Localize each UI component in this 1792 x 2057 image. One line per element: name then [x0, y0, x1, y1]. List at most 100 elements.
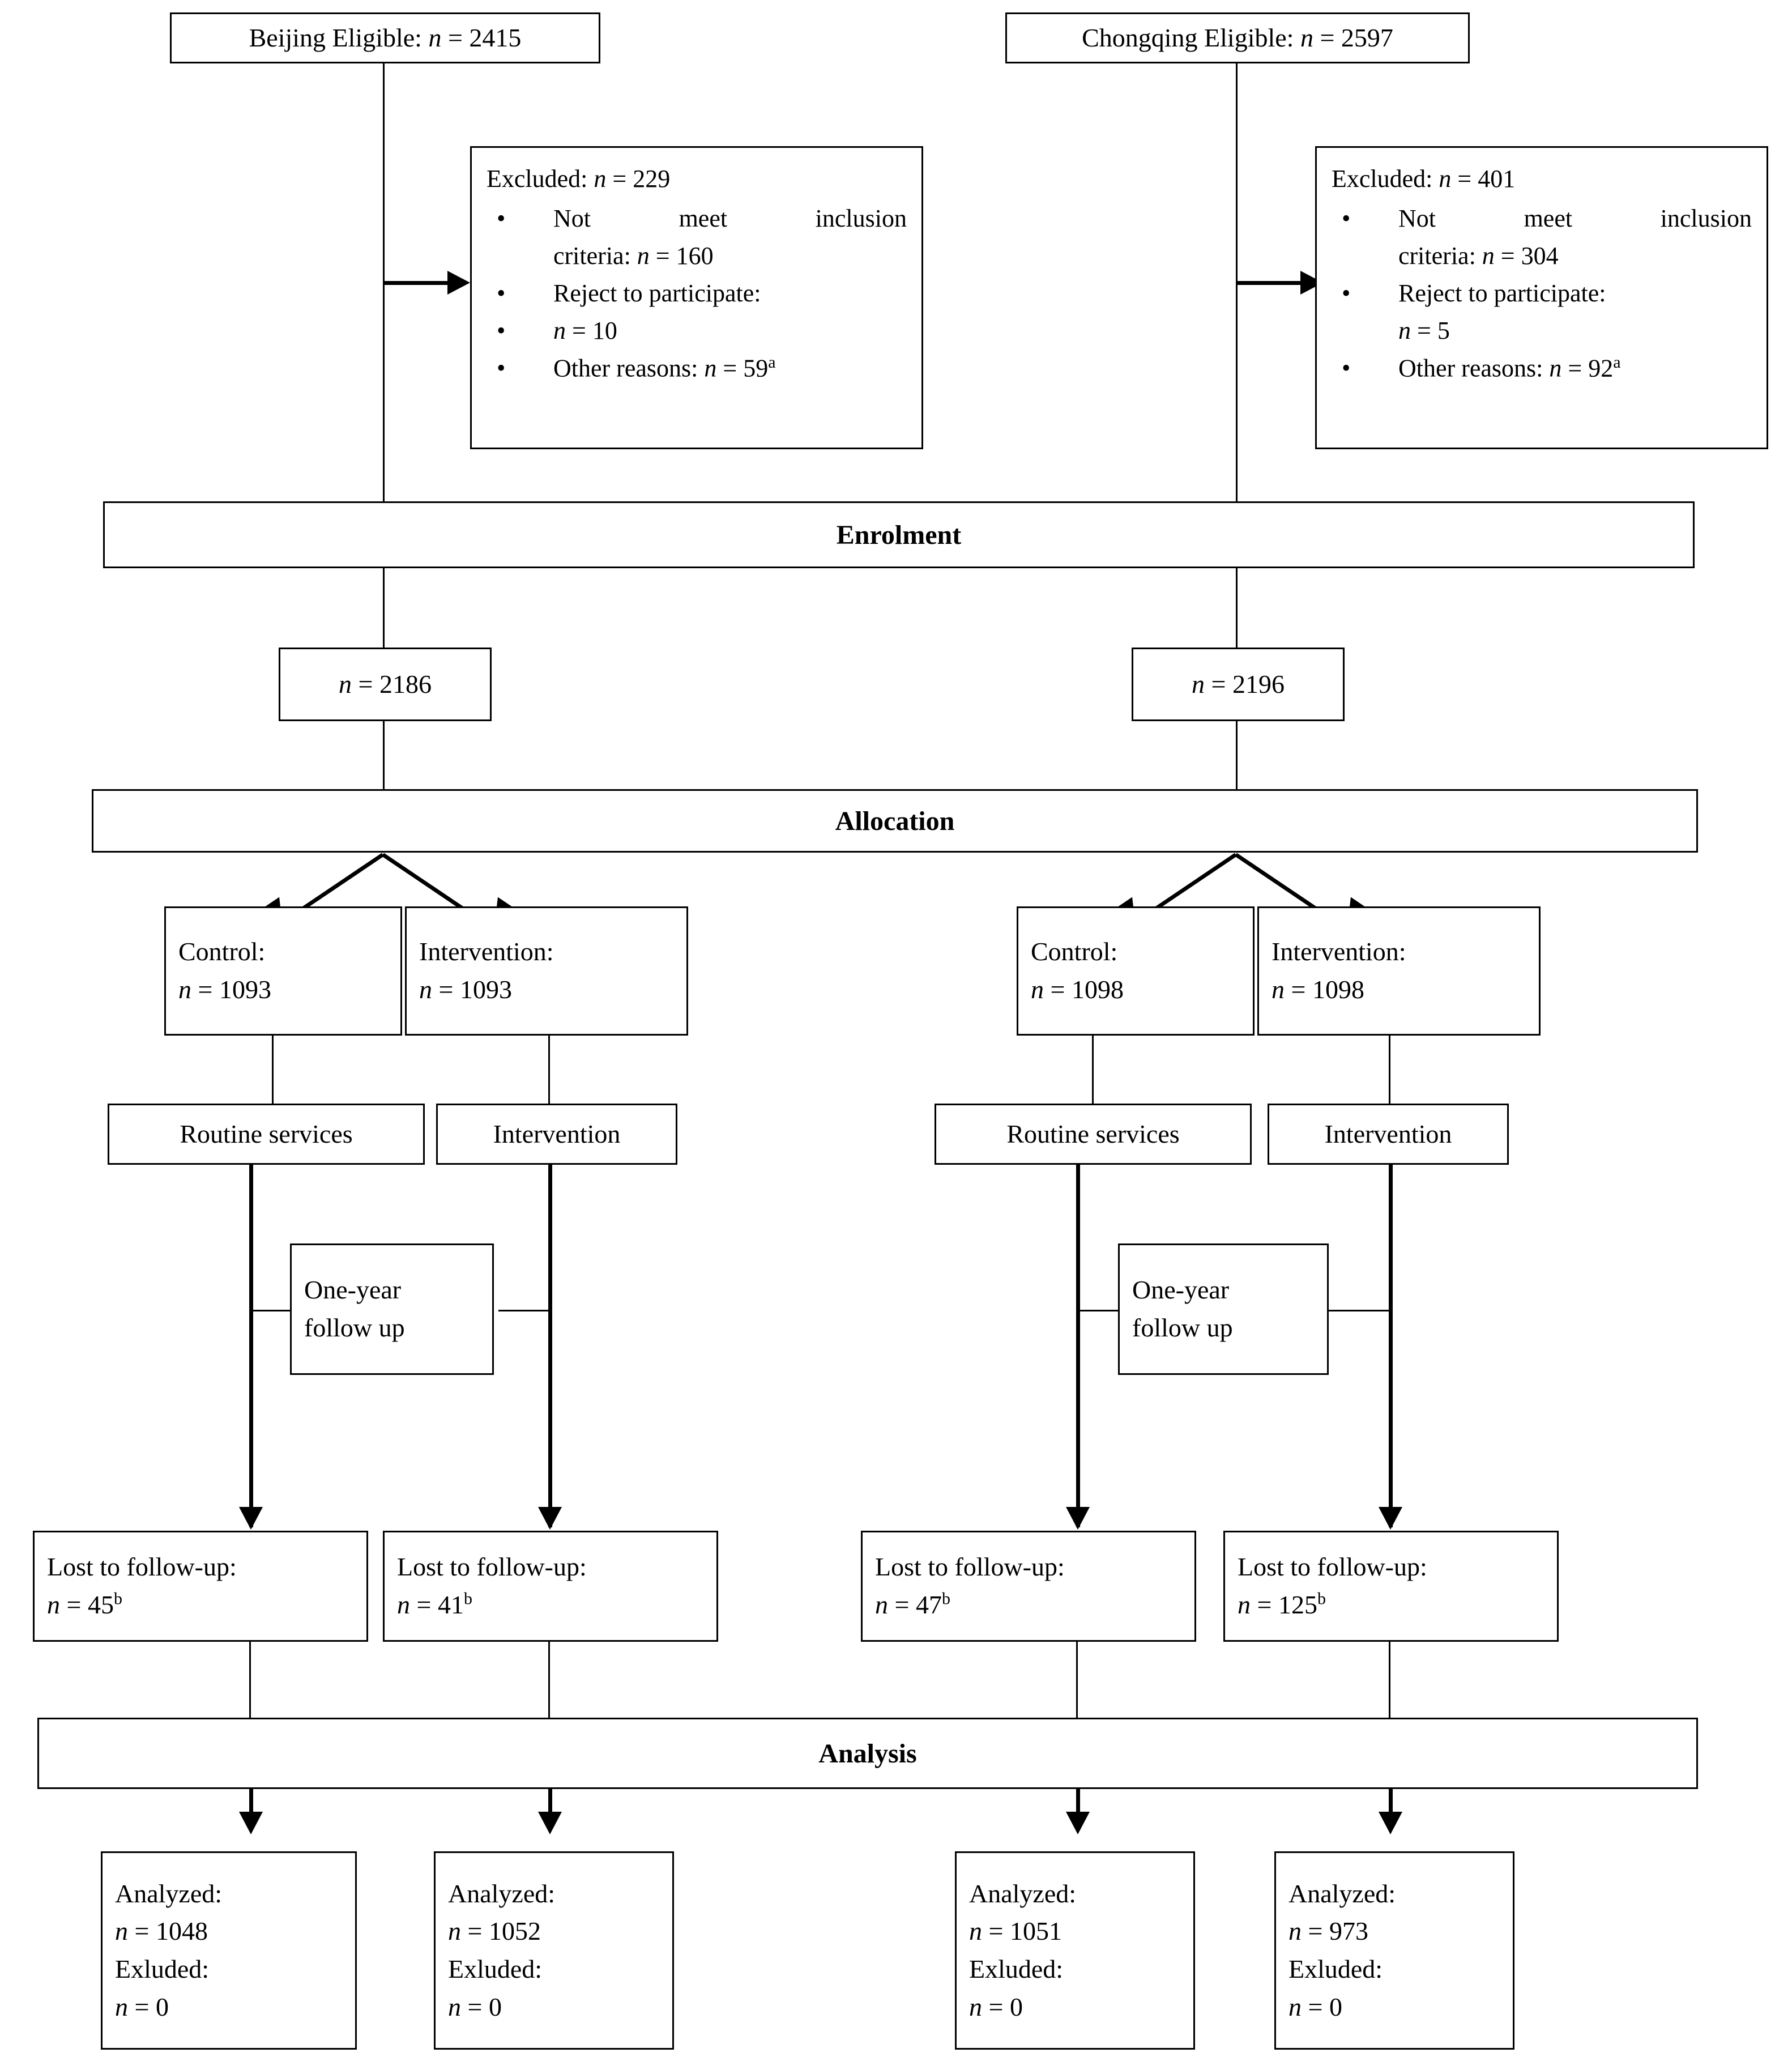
right-intervention-treatment-label: Intervention [1324, 1119, 1452, 1148]
excluded-left-item-1: • Reject to participate: [487, 275, 907, 312]
left-intervention-label: Intervention: [419, 937, 554, 966]
right-followup-line1: One-year [1132, 1275, 1230, 1305]
left-followup-line1: One-year [304, 1275, 402, 1305]
bullet-icon: • [497, 279, 506, 307]
right-control-label: Control: [1031, 937, 1118, 966]
allocation-band: Allocation [92, 789, 1698, 853]
connector-right-n-to-allocation [1236, 721, 1238, 789]
left-intervention-lost-n: n = 41b [397, 1589, 472, 1619]
bullet-icon: • [1342, 205, 1351, 232]
right-control-analyzed-excluded-label: Exluded: [969, 1954, 1064, 1983]
left-routine-services-box: Routine services [108, 1104, 425, 1165]
arrowhead-beijing-excluded [447, 271, 470, 295]
excluded-left-item-0-line1: Not meet inclusion [553, 205, 907, 232]
right-intervention-analyzed-box: Analyzed: n = 973 Exluded: n = 0 [1274, 1851, 1514, 2050]
connector-left-control-lost-to-analysis [249, 1642, 251, 1718]
left-intervention-analyzed-excluded-label: Exluded: [448, 1954, 543, 1983]
excluded-right-item-2: • Other reasons: n = 92a [1332, 350, 1752, 387]
connector-right-control-to-routine [1092, 1036, 1094, 1104]
arrowhead-right-intervention-lost [1379, 1507, 1402, 1530]
arrowhead-right-intervention-analyzed [1379, 1812, 1402, 1834]
connector-left-followup-in [249, 1310, 295, 1311]
right-control-analyzed-label: Analyzed: [969, 1879, 1077, 1908]
excluded-left-header: Excluded: n = 229 [487, 165, 671, 193]
arrowhead-left-intervention-analyzed [538, 1812, 562, 1834]
left-control-label: Control: [178, 937, 266, 966]
left-intervention-treatment-box: Intervention [436, 1104, 677, 1165]
left-intervention-n: n = 1093 [419, 975, 512, 1004]
arrowhead-left-control-lost [239, 1507, 263, 1530]
bullet-icon: • [1342, 279, 1351, 307]
enrolled-left-box: n = 2186 [279, 648, 492, 721]
excluded-right-item-1-line1: Reject to participate: [1398, 279, 1606, 307]
connector-analysis-to-left-intervention-analyzed [548, 1789, 552, 1829]
allocation-label: Allocation [835, 806, 955, 836]
bullet-icon: • [497, 317, 506, 344]
right-followup-line2: follow up [1132, 1313, 1233, 1342]
left-followup-line2: follow up [304, 1313, 405, 1342]
left-followup-box: One-year follow up [290, 1243, 494, 1375]
connector-right-intervention-to-lost [1389, 1165, 1393, 1527]
connector-left-intervention-to-intervention [548, 1036, 550, 1104]
connector-right-control-to-lost [1076, 1165, 1080, 1527]
enrolled-right-label: n = 2196 [1192, 669, 1285, 699]
right-control-analyzed-n: n = 1051 [969, 1917, 1062, 1946]
enrolment-label: Enrolment [836, 519, 962, 550]
chongqing-eligible-box: Chongqing Eligible: n = 2597 [1005, 12, 1470, 63]
excluded-right-item-0-line2: criteria: n = 304 [1398, 242, 1559, 270]
left-intervention-analyzed-box: Analyzed: n = 1052 Exluded: n = 0 [434, 1851, 674, 2050]
right-control-lost-n: n = 47b [875, 1589, 950, 1619]
excluded-right-box: Excluded: n = 401 • Not meet inclusion c… [1315, 146, 1768, 449]
excluded-right-item-1-line2: n = 5 [1398, 317, 1450, 344]
right-control-n: n = 1098 [1031, 975, 1124, 1004]
connector-enrolment-to-left-n [383, 568, 385, 648]
beijing-eligible-box: Beijing Eligible: n = 2415 [170, 12, 600, 63]
right-control-box: Control: n = 1098 [1017, 906, 1255, 1036]
excluded-left-item-0: • Not meet inclusion criteria: n = 160 [487, 200, 907, 275]
right-routine-services-box: Routine services [935, 1104, 1252, 1165]
left-intervention-analyzed-n: n = 1052 [448, 1917, 541, 1946]
right-intervention-lost-label: Lost to follow-up: [1238, 1552, 1427, 1582]
excluded-right-header: Excluded: n = 401 [1332, 165, 1516, 193]
right-intervention-lost-n: n = 125b [1238, 1589, 1326, 1619]
bullet-icon: • [497, 354, 506, 382]
left-control-analyzed-box: Analyzed: n = 1048 Exluded: n = 0 [101, 1851, 357, 2050]
right-intervention-label: Intervention: [1272, 937, 1406, 966]
connector-right-followup-out [1328, 1310, 1391, 1311]
connector-right-intervention-to-intervention [1389, 1036, 1390, 1104]
excluded-left-item-2-line1: n = 10 [553, 317, 617, 344]
right-control-lost-box: Lost to follow-up: n = 47b [861, 1531, 1196, 1642]
bullet-icon: • [1342, 354, 1351, 382]
left-control-analyzed-label: Analyzed: [115, 1879, 223, 1908]
connector-analysis-to-right-intervention-analyzed [1389, 1789, 1393, 1829]
connector-analysis-to-right-control-analyzed [1076, 1789, 1080, 1829]
left-intervention-analyzed-label: Analyzed: [448, 1879, 556, 1908]
arrowhead-left-intervention-lost [538, 1507, 562, 1530]
connector-right-intervention-lost-to-analysis [1389, 1642, 1390, 1718]
excluded-left-item-3-line1: Other reasons: n = 59a [553, 353, 776, 382]
right-intervention-box: Intervention: n = 1098 [1257, 906, 1541, 1036]
right-control-analyzed-excluded-n: n = 0 [969, 1992, 1023, 2021]
connector-left-intervention-to-lost [548, 1165, 552, 1527]
right-intervention-analyzed-n: n = 973 [1288, 1917, 1368, 1946]
left-intervention-analyzed-excluded-n: n = 0 [448, 1992, 502, 2021]
connector-chongqing-to-excluded [1236, 281, 1309, 285]
enrolled-right-box: n = 2196 [1132, 648, 1345, 721]
analysis-band: Analysis [37, 1718, 1698, 1789]
left-control-n: n = 1093 [178, 975, 271, 1004]
excluded-left-item-0-line2: criteria: n = 160 [553, 242, 714, 270]
left-control-analyzed-excluded-label: Exluded: [115, 1954, 210, 1983]
excluded-left-box: Excluded: n = 229 • Not meet inclusion c… [470, 146, 923, 449]
connector-left-intervention-lost-to-analysis [548, 1642, 550, 1718]
left-control-box: Control: n = 1093 [164, 906, 402, 1036]
left-intervention-lost-box: Lost to follow-up: n = 41b [383, 1531, 718, 1642]
excluded-left-item-3: • Other reasons: n = 59a [487, 350, 907, 387]
arrowhead-right-control-lost [1066, 1507, 1090, 1530]
excluded-right-item-0: • Not meet inclusion criteria: n = 304 [1332, 200, 1752, 275]
right-routine-services-label: Routine services [1006, 1119, 1180, 1148]
connector-right-followup-in [1076, 1310, 1121, 1311]
arrowhead-left-control-analyzed [239, 1812, 263, 1834]
left-intervention-lost-label: Lost to follow-up: [397, 1552, 587, 1582]
excluded-left-list: • Not meet inclusion criteria: n = 160 •… [487, 200, 907, 387]
left-control-analyzed-excluded-n: n = 0 [115, 1992, 169, 2021]
